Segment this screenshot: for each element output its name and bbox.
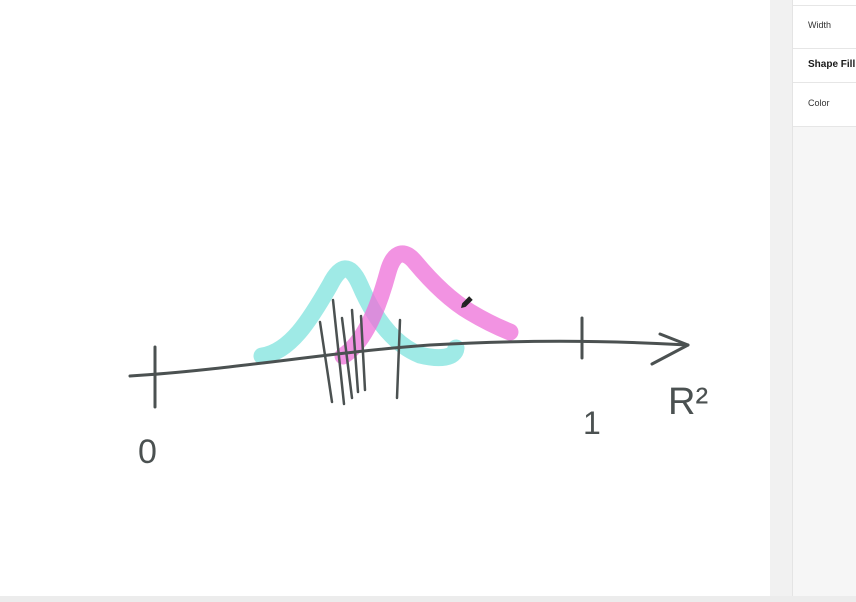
width-label: Width [808, 20, 832, 30]
properties-panel: Width Shape Fill Color [792, 0, 856, 596]
color-label: Color [808, 98, 830, 108]
shape-fill-title: Shape Fill [808, 59, 856, 70]
label-zero: 0 [138, 433, 157, 471]
panel-empty-area [793, 127, 856, 596]
canvas-scroll-gutter[interactable] [770, 0, 792, 596]
drawing-layer: 0 1 R² [128, 245, 708, 471]
drawing-canvas[interactable]: 0 1 R² [0, 0, 770, 596]
pencil-icon [461, 296, 473, 308]
hatch-mark [350, 308, 360, 394]
bottom-bar [0, 596, 856, 602]
axis-line [128, 339, 690, 378]
hatch-mark [318, 320, 334, 404]
panel-divider [793, 126, 856, 127]
panel-divider [793, 48, 856, 49]
hatch-mark [359, 314, 367, 392]
cyan-stroke [253, 260, 465, 367]
panel-divider [793, 82, 856, 83]
label-one: 1 [583, 405, 601, 441]
hatch-mark [340, 316, 354, 400]
label-r-squared: R² [668, 381, 708, 423]
axis-arrowhead [650, 332, 690, 366]
hatch-mark [395, 318, 402, 400]
panel-divider [793, 5, 856, 6]
hatch-mark [331, 298, 346, 406]
pink-stroke [334, 245, 519, 365]
